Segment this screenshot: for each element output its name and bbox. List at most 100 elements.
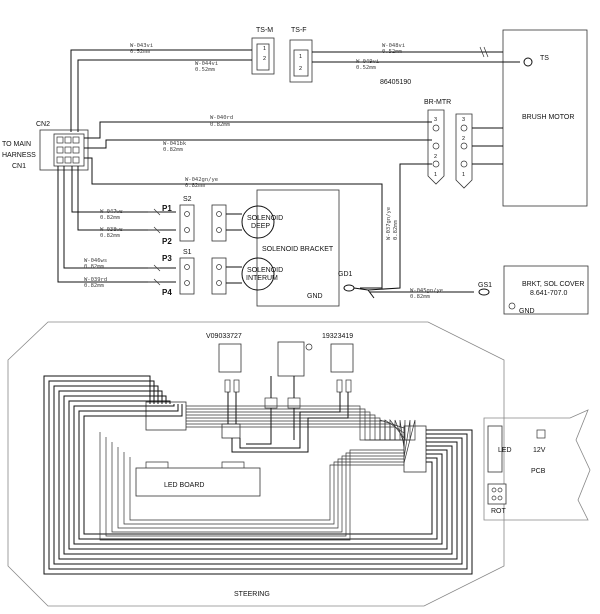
switch-2-lower <box>246 408 295 445</box>
svg-text:1: 1 <box>263 46 266 52</box>
svg-text:1: 1 <box>299 54 302 60</box>
wire-label-w9: W-038ws <box>100 227 123 233</box>
s2-connector-a <box>179 204 195 242</box>
wire-label-w13: W-045gn/ye <box>410 288 443 294</box>
brush-motor-box <box>502 29 588 207</box>
gs1-ring <box>478 288 490 296</box>
to-main-label-3: CN1 <box>12 163 26 170</box>
wire-label-w3b: 0.52mm <box>382 49 403 55</box>
wire-label-w5b: 0.82mm <box>210 122 231 128</box>
solenoid-leads <box>226 213 242 284</box>
brkt-sol-cover-label: BRKT, SOL COVER <box>522 281 584 288</box>
cn2-label: CN2 <box>36 121 50 128</box>
cn2-top-wires <box>70 118 79 132</box>
bundle-wire <box>73 404 443 545</box>
svg-text:2: 2 <box>462 136 465 142</box>
bundle-wire <box>117 447 404 529</box>
led-board <box>135 467 261 497</box>
svg-text:3: 3 <box>462 117 465 123</box>
s1-connector-a <box>179 257 195 295</box>
switch-harness-connector <box>221 423 241 439</box>
wire-w046 <box>63 166 176 269</box>
gnd-label: GND <box>307 293 323 300</box>
cn2-inner <box>53 133 85 167</box>
bundle-wire <box>123 452 404 525</box>
bundle-wire <box>83 404 433 535</box>
rot-component <box>487 483 507 505</box>
br-mtr-to-motor-wires <box>472 127 503 165</box>
solenoid-deep-label-2: DEEP <box>251 223 270 230</box>
wire-label-w8: W-047ws <box>100 209 123 215</box>
wire-label-w9b: 0.82mm <box>100 233 121 239</box>
bundle-wire <box>129 457 404 521</box>
wire-label-w10b: 0.82mm <box>84 264 105 270</box>
led-board-label: LED BOARD <box>164 482 204 489</box>
solenoid-bracket-label: SOLENOID BRACKET <box>262 246 334 253</box>
bundle-wire <box>105 437 404 537</box>
bundle-wire <box>186 411 405 441</box>
gd1-ring <box>343 284 355 292</box>
solenoid-interum-label-2: INTERUM <box>246 275 278 282</box>
to-main-label-2: HARNESS <box>2 152 36 159</box>
wire-label-w11b: 0.82mm <box>84 283 105 289</box>
ts-wires-in <box>480 51 520 63</box>
s2-connector-b <box>211 204 227 242</box>
switch-1 <box>218 343 242 373</box>
ts-m-label: TS-M <box>256 27 273 34</box>
p19323419-label: 19323419 <box>322 333 353 340</box>
switch-3-wires <box>231 392 349 453</box>
bundle-wire <box>186 419 416 464</box>
wire-label-w2b: 0.52mm <box>195 67 216 73</box>
p3-label: P3 <box>162 254 172 263</box>
svg-text:2: 2 <box>434 154 437 160</box>
wire-w044 <box>77 59 252 118</box>
p4-label: P4 <box>162 288 172 297</box>
bundle-wire <box>68 400 448 550</box>
bundle-wire <box>48 380 468 570</box>
gs1-label: GS1 <box>478 282 492 289</box>
wire-label-w12b: 0.82mm <box>393 219 399 240</box>
led-component <box>487 425 503 473</box>
pcb-outline <box>483 409 591 521</box>
cn2-pins <box>56 136 80 164</box>
steering-label: STEERING <box>234 591 270 598</box>
svg-text:2: 2 <box>299 66 302 72</box>
wire-w047 <box>71 166 176 213</box>
s1-connector-b <box>211 257 227 295</box>
wire-label-w4: W-049vi <box>356 59 379 65</box>
solenoid-deep-label-1: SOLENOID <box>247 215 283 222</box>
ts-label: TS <box>540 55 549 62</box>
bundle-wire <box>186 414 405 444</box>
wire-label-w13b: 0.82mm <box>410 294 431 300</box>
switch-1-wires <box>227 392 237 424</box>
ts-f-inner <box>293 49 309 77</box>
to-main-label-1: TO MAIN <box>2 141 31 148</box>
s1-label: S1 <box>183 249 192 256</box>
wire-label-w3: W-048vi <box>382 43 405 49</box>
wire-label-w5: W-040rd <box>210 115 233 121</box>
br-mtr-connector-a <box>427 109 445 185</box>
br-mtr-connector-b <box>455 113 473 189</box>
s2-label: S2 <box>183 196 192 203</box>
wire-label-w12: W-037gn/ye <box>386 207 392 240</box>
wire-label-w11: W-039rd <box>84 277 107 283</box>
gnd2-label: GND <box>519 308 535 315</box>
bundle-wire <box>43 375 473 575</box>
wire-w039 <box>57 166 176 283</box>
bundle-wire <box>186 417 405 449</box>
solenoid-interum-label-1: SOLENOID <box>247 267 283 274</box>
bundle-wire <box>78 404 438 540</box>
gd1-joint <box>353 287 375 299</box>
wire-label-w2: W-044vi <box>195 61 218 67</box>
wire-w037 <box>367 163 432 291</box>
wire-label-w4b: 0.52mm <box>356 65 377 71</box>
wire-label-w1b: 0.52mm <box>130 49 151 55</box>
ts-f-label: TS-F <box>291 27 307 34</box>
brush-motor-label: BRUSH MOTOR <box>522 114 574 121</box>
v09033727-label: V09033727 <box>206 333 242 340</box>
bundle-wire <box>63 395 453 555</box>
bundle-wire <box>186 405 405 441</box>
p1-label: P1 <box>162 204 172 213</box>
